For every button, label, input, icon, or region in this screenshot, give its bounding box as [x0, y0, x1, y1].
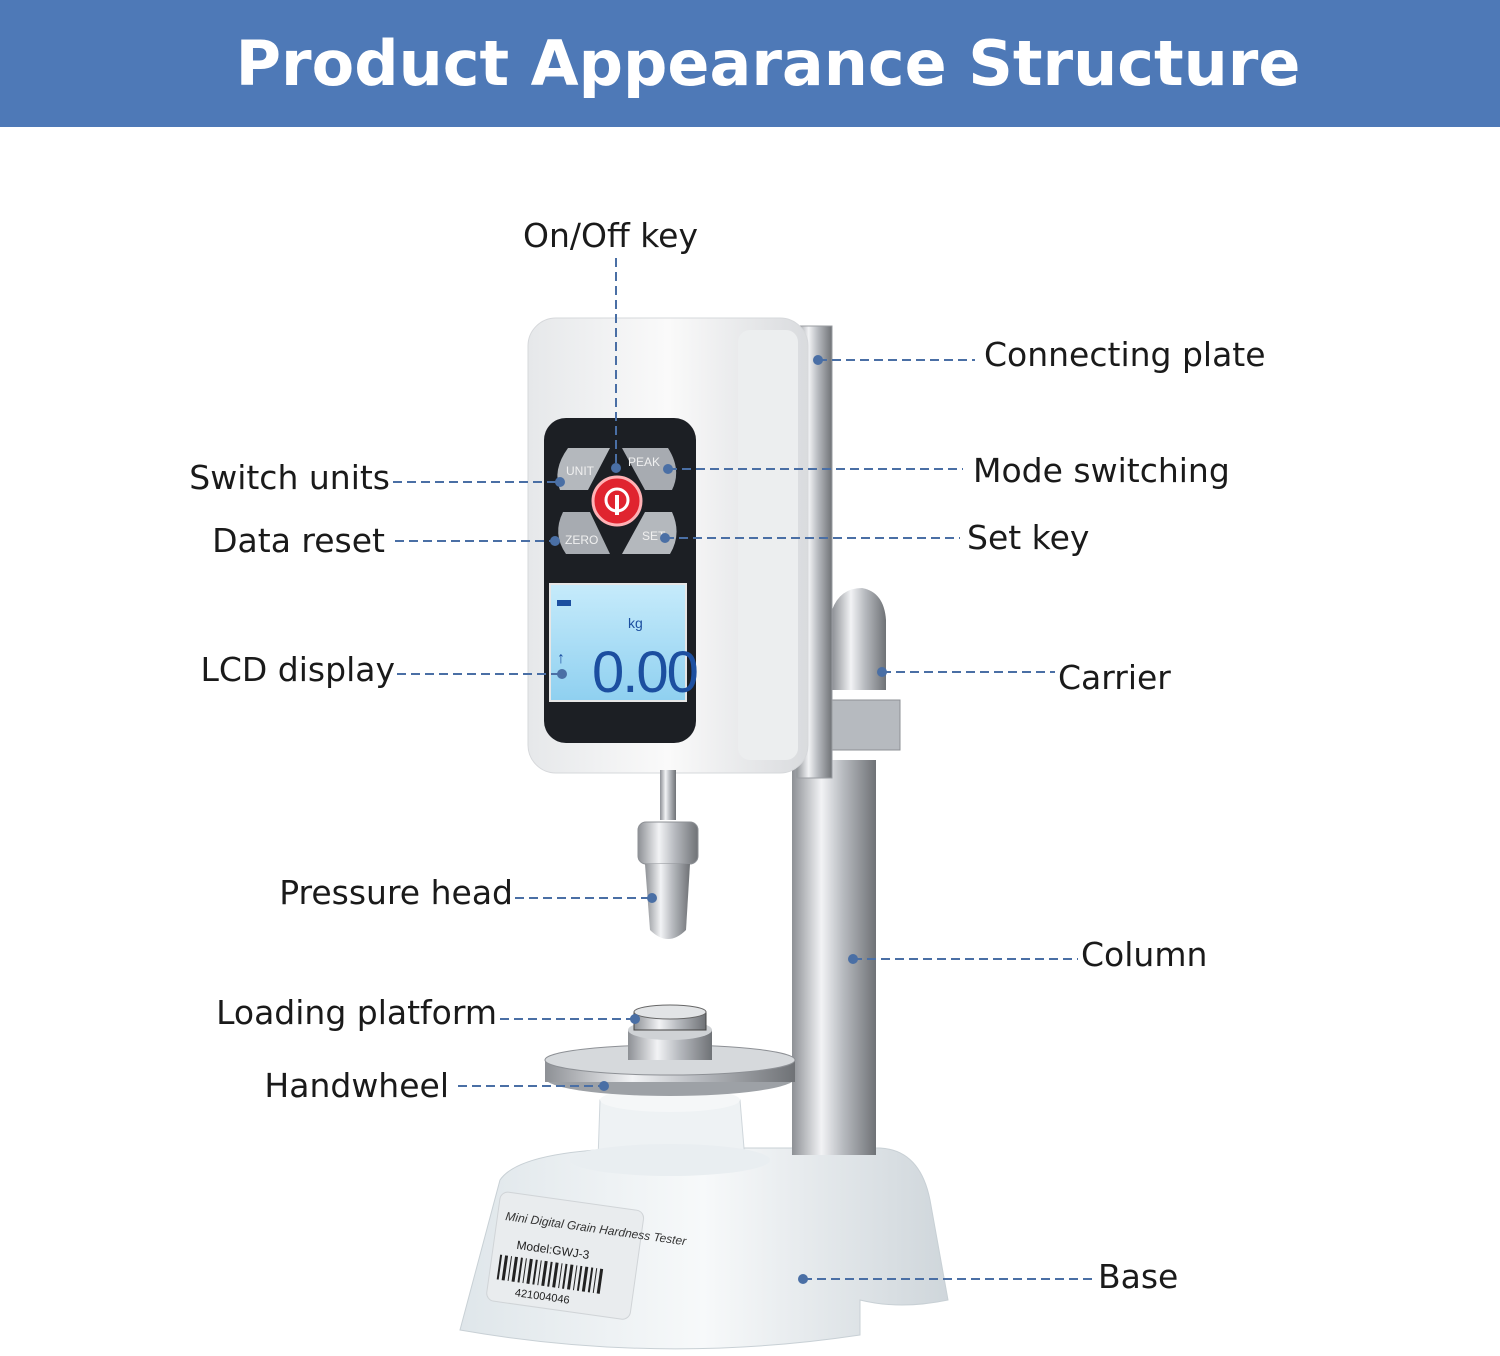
label-lcd-display: LCD display	[200, 650, 395, 689]
label-data-reset: Data reset	[212, 521, 385, 560]
pressure-head	[637, 770, 699, 939]
label-loading-platform: Loading platform	[216, 993, 497, 1032]
label-switch-units: Switch units	[189, 458, 390, 497]
zero-key[interactable]: ZERO	[558, 512, 610, 554]
label-mode-switching: Mode switching	[973, 451, 1230, 490]
loading-platform	[628, 1004, 712, 1060]
column	[792, 760, 876, 1155]
label-handwheel: Handwheel	[264, 1066, 449, 1105]
set-key[interactable]: SET	[622, 512, 677, 554]
unit-key-label: UNIT	[566, 464, 595, 478]
page-title: Product Appearance Structure	[235, 27, 1301, 100]
peak-key[interactable]: PEAK	[622, 448, 677, 490]
lcd-unit: kg	[628, 615, 643, 631]
zero-key-label: ZERO	[565, 533, 598, 547]
label-column: Column	[1081, 935, 1208, 974]
label-base: Base	[1098, 1257, 1179, 1296]
leader-dots	[550, 355, 887, 1284]
leader-lines	[393, 258, 1092, 1280]
label-pressure-head: Pressure head	[279, 873, 513, 912]
power-button[interactable]	[591, 475, 643, 527]
header-banner: Product Appearance Structure	[0, 0, 1500, 127]
lcd-reading: 0.00	[592, 640, 697, 705]
base: Mini Digital Grain Hardness Tester Model…	[459, 1088, 949, 1350]
lcd-screen: kg 0.00 ↑	[549, 583, 699, 705]
direction-arrow-icon: ↑	[557, 650, 565, 667]
barcode	[496, 1254, 604, 1294]
label-set-key: Set key	[967, 518, 1090, 557]
peak-key-label: PEAK	[628, 455, 660, 469]
battery-icon	[557, 600, 571, 606]
set-key-label: SET	[642, 529, 666, 543]
unit-key[interactable]: UNIT	[557, 448, 610, 490]
label-connecting-plate: Connecting plate	[984, 335, 1266, 374]
label-on-off-key: On/Off key	[523, 216, 698, 255]
label-carrier: Carrier	[1058, 658, 1171, 697]
